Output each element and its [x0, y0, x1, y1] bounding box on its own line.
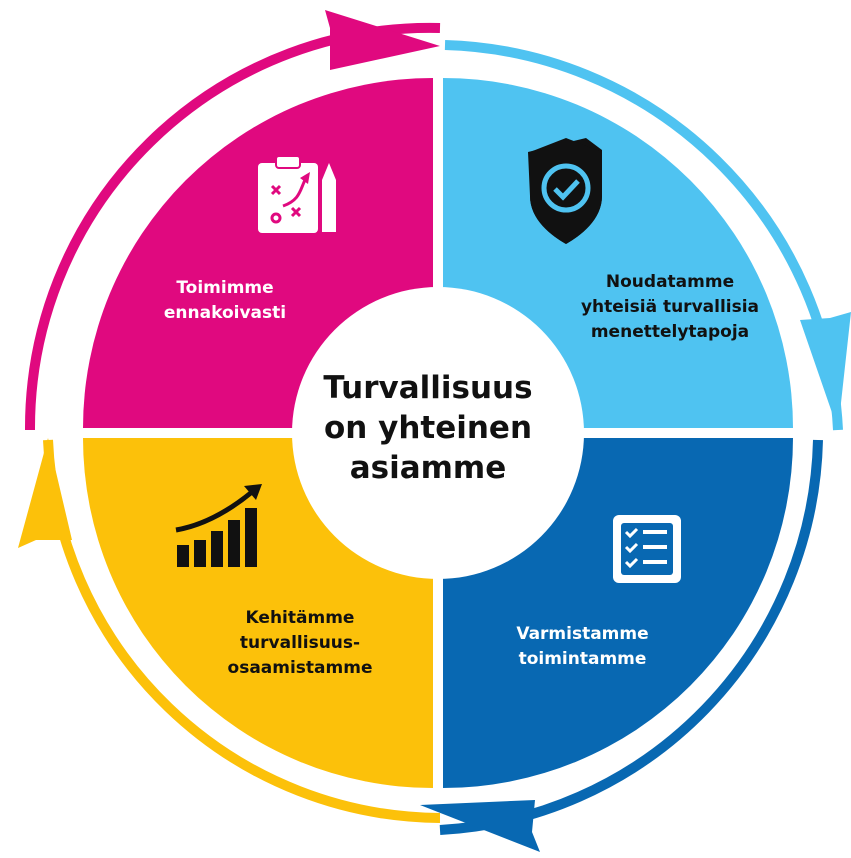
label-line: ennakoivasti	[163, 303, 287, 323]
label-noudatamme: Noudatamme yhteisiä turvallisia menettel…	[555, 270, 785, 345]
label-line: osaamistamme	[227, 658, 373, 678]
label-line: turvallisuus-	[239, 633, 361, 653]
label-line: toimintamme	[518, 649, 647, 669]
label-line: menettelytapoja	[590, 322, 750, 342]
label-line: Toimimme	[176, 278, 274, 298]
label-varmistamme: Varmistamme toimintamme	[495, 622, 670, 672]
center-title: Turvallisuus on yhteinen asiamme	[292, 368, 564, 488]
arrow-head-top	[325, 10, 440, 70]
growth-chart-icon	[175, 484, 262, 567]
arrow-head-left	[18, 438, 72, 548]
arrow-head-right	[800, 312, 851, 430]
clipboard-strategy-icon	[258, 155, 336, 233]
label-toimimme-ennakoivasti: Toimimme ennakoivasti	[150, 276, 300, 326]
center-title-line: on yhteinen	[323, 410, 533, 446]
label-line: Noudatamme	[605, 272, 735, 292]
center-title-line: asiamme	[349, 450, 507, 486]
label-kehitamme: Kehitämme turvallisuus- osaamistamme	[200, 606, 400, 681]
label-line: Varmistamme	[516, 624, 649, 644]
checklist-icon	[613, 515, 681, 583]
arrow-head-bottom	[420, 800, 540, 852]
label-line: yhteisiä turvallisia	[580, 297, 760, 317]
shield-check-icon	[528, 138, 602, 244]
center-circle	[292, 287, 584, 579]
label-line: Kehitämme	[245, 608, 355, 628]
center-title-line: Turvallisuus	[323, 370, 533, 406]
